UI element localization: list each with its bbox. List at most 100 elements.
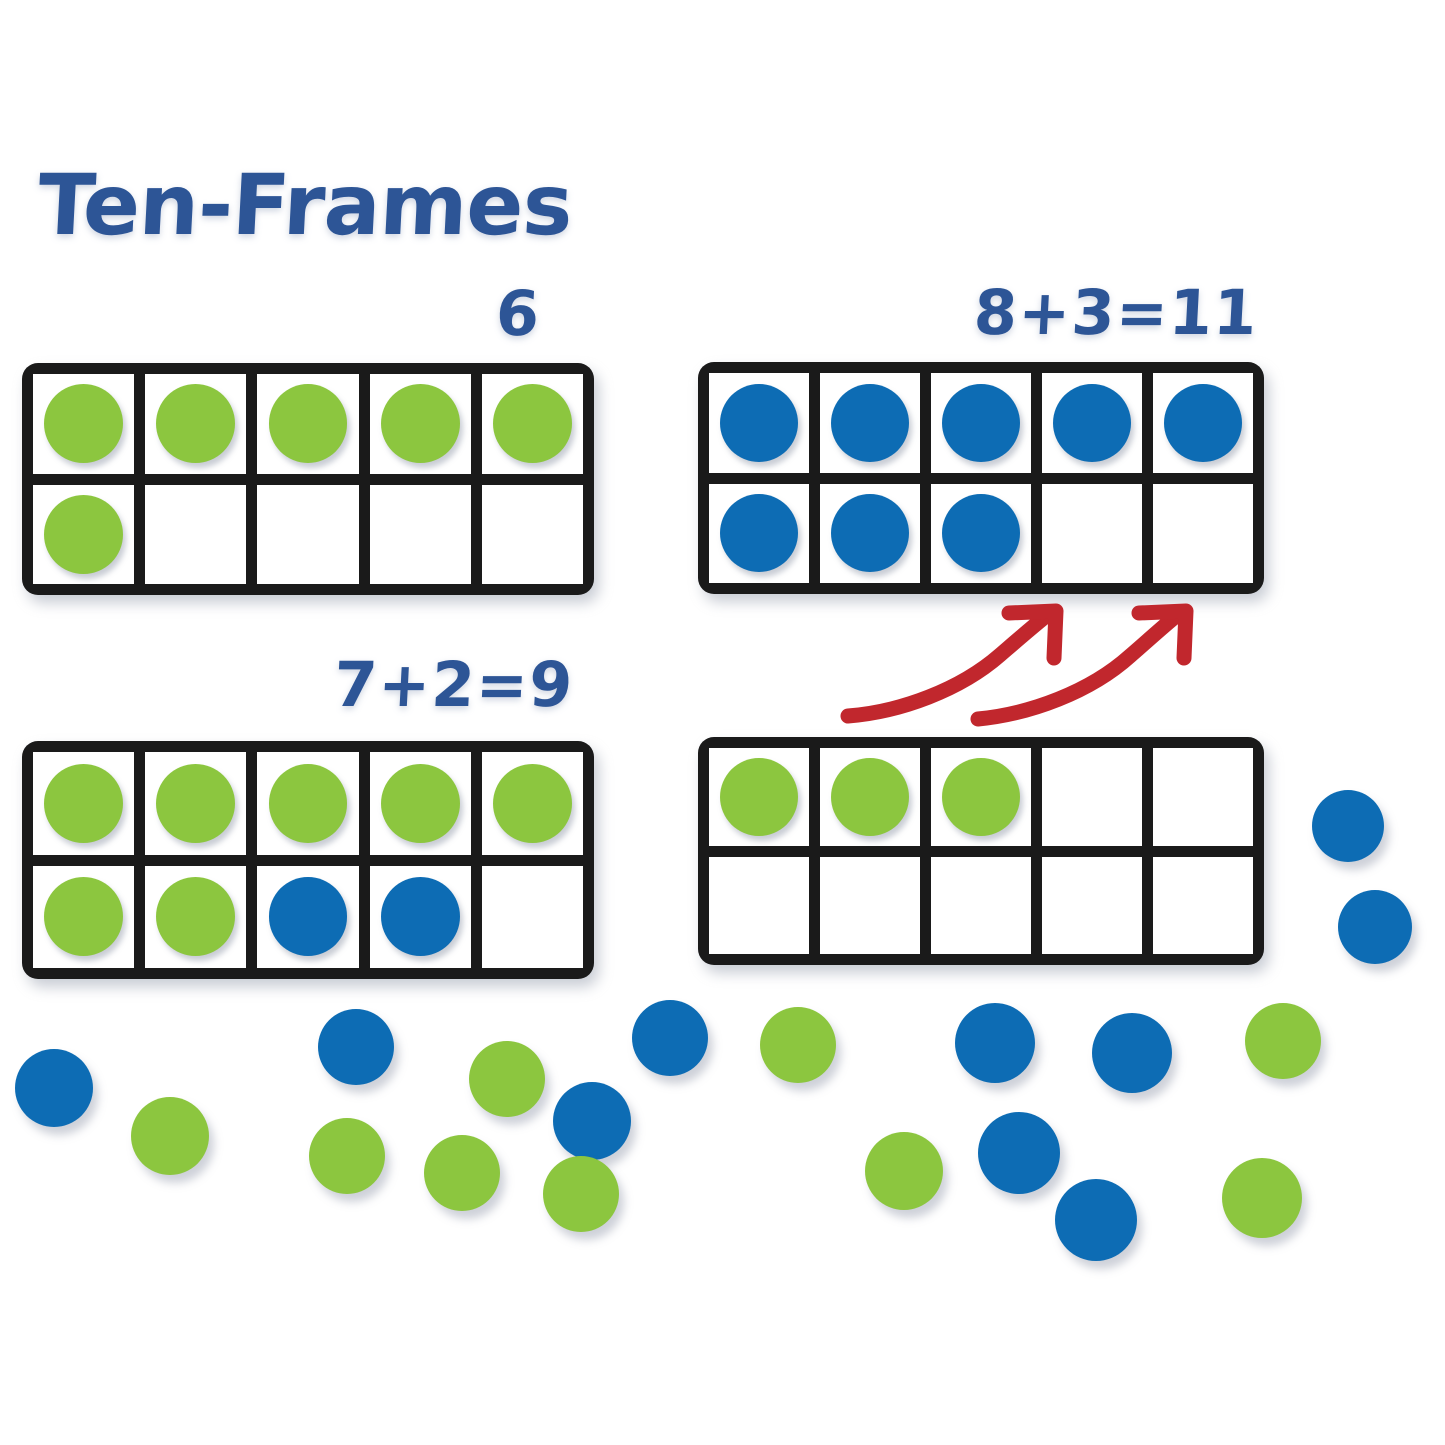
counter-chip-blue[interactable] — [831, 494, 909, 573]
empty-slot — [269, 495, 348, 574]
ten-frame-grid-1[interactable] — [22, 363, 594, 595]
ten-frame-cell[interactable] — [145, 752, 247, 855]
ten-frame-cell[interactable] — [1153, 748, 1253, 846]
ten-frame-cell[interactable] — [1153, 856, 1253, 954]
loose-counter-blue[interactable] — [632, 1000, 708, 1076]
ten-frame-cell[interactable] — [820, 483, 920, 583]
counter-chip-blue[interactable] — [942, 383, 1020, 462]
counter-chip-blue[interactable] — [720, 494, 798, 573]
counter-chip-green[interactable] — [156, 763, 236, 843]
loose-counter-green[interactable] — [1245, 1003, 1321, 1079]
ten-frame-cell[interactable] — [709, 483, 809, 583]
frame-3-label: 7+2=9 — [332, 648, 576, 721]
empty-slot — [1053, 758, 1131, 836]
loose-counter-green[interactable] — [309, 1118, 385, 1194]
ten-frame-cell[interactable] — [145, 484, 247, 584]
counter-chip-blue[interactable] — [1164, 383, 1242, 462]
ten-frame-cell[interactable] — [369, 374, 471, 474]
ten-frame-cell[interactable] — [1153, 483, 1253, 583]
empty-slot — [1164, 758, 1242, 836]
ten-frame-cell[interactable] — [33, 865, 135, 968]
counter-chip-blue[interactable] — [268, 877, 348, 957]
counter-chip-green[interactable] — [156, 384, 236, 464]
ten-frame-cell[interactable] — [33, 374, 135, 474]
loose-counter-blue[interactable] — [955, 1003, 1035, 1083]
empty-slot — [1164, 494, 1242, 572]
counter-chip-blue[interactable] — [380, 877, 460, 957]
loose-counter-blue[interactable] — [318, 1009, 394, 1085]
counter-chip-green[interactable] — [268, 763, 348, 843]
ten-frame-cell[interactable] — [820, 856, 920, 954]
counter-chip-green[interactable] — [44, 384, 124, 464]
ten-frame-cell[interactable] — [481, 752, 584, 855]
loose-counter-blue[interactable] — [978, 1112, 1060, 1194]
ten-frame-cell[interactable] — [1042, 856, 1142, 954]
ten-frame-cell[interactable] — [931, 483, 1031, 583]
ten-frame-cell[interactable] — [481, 374, 584, 474]
ten-frame-cell[interactable] — [1042, 483, 1142, 583]
loose-counter-blue[interactable] — [1338, 890, 1412, 964]
ten-frame-cell[interactable] — [33, 484, 135, 584]
ten-frame-cell[interactable] — [709, 856, 809, 954]
ten-frame-cell[interactable] — [1042, 748, 1142, 846]
counter-chip-green[interactable] — [44, 763, 124, 843]
counter-chip-green[interactable] — [942, 757, 1020, 836]
ten-frame-cell[interactable] — [931, 856, 1031, 954]
loose-counter-green[interactable] — [469, 1041, 545, 1117]
counter-chip-green[interactable] — [720, 757, 798, 836]
ten-frame-cell[interactable] — [145, 374, 247, 474]
ten-frame-grid-4[interactable] — [698, 737, 1264, 965]
counter-chip-green[interactable] — [44, 494, 124, 574]
loose-counter-blue[interactable] — [1055, 1179, 1137, 1261]
loose-counter-green[interactable] — [131, 1097, 209, 1175]
ten-frame-cell[interactable] — [369, 865, 471, 968]
loose-counter-green[interactable] — [543, 1156, 619, 1232]
empty-slot — [1053, 866, 1131, 944]
red-arrow-right — [970, 603, 1194, 727]
ten-frame-cell[interactable] — [369, 484, 471, 584]
loose-counter-green[interactable] — [1222, 1158, 1302, 1238]
ten-frame-grid-3[interactable] — [22, 741, 594, 979]
loose-counter-blue[interactable] — [1312, 790, 1384, 862]
loose-counter-green[interactable] — [865, 1132, 943, 1210]
empty-slot — [493, 877, 572, 956]
ten-frame-cell[interactable] — [481, 484, 584, 584]
ten-frame-cell[interactable] — [931, 748, 1031, 846]
ten-frame-cell[interactable] — [257, 865, 359, 968]
ten-frame-row — [709, 483, 1253, 583]
counter-chip-blue[interactable] — [720, 383, 798, 462]
counter-chip-green[interactable] — [492, 384, 572, 464]
loose-counter-blue[interactable] — [15, 1049, 93, 1127]
ten-frame-cell[interactable] — [145, 865, 247, 968]
ten-frame-cell[interactable] — [931, 373, 1031, 473]
ten-frame-cell[interactable] — [257, 752, 359, 855]
counter-chip-blue[interactable] — [1053, 383, 1131, 462]
ten-frame-cell[interactable] — [1153, 373, 1253, 473]
ten-frame-cell[interactable] — [1042, 373, 1142, 473]
ten-frame-cell[interactable] — [481, 865, 584, 968]
ten-frame-cell[interactable] — [820, 748, 920, 846]
empty-slot — [942, 866, 1020, 944]
counter-chip-green[interactable] — [44, 877, 124, 957]
counter-chip-green[interactable] — [492, 763, 572, 843]
ten-frame-cell[interactable] — [709, 373, 809, 473]
counter-chip-blue[interactable] — [942, 494, 1020, 573]
counter-chip-green[interactable] — [380, 384, 460, 464]
ten-frame-cell[interactable] — [369, 752, 471, 855]
ten-frame-cell[interactable] — [820, 373, 920, 473]
loose-counter-blue[interactable] — [1092, 1013, 1172, 1093]
loose-counter-green[interactable] — [760, 1007, 836, 1083]
counter-chip-green[interactable] — [380, 763, 460, 843]
loose-counter-blue[interactable] — [553, 1082, 631, 1160]
ten-frame-cell[interactable] — [257, 484, 359, 584]
counter-chip-green[interactable] — [831, 757, 909, 836]
counter-chip-green[interactable] — [268, 384, 348, 464]
ten-frame-grid-2[interactable] — [698, 362, 1264, 594]
counter-chip-green[interactable] — [156, 877, 236, 957]
ten-frame-cell[interactable] — [257, 374, 359, 474]
loose-counter-green[interactable] — [424, 1135, 500, 1211]
counter-chip-blue[interactable] — [831, 383, 909, 462]
ten-frame-cell[interactable] — [709, 748, 809, 846]
ten-frame-cell[interactable] — [33, 752, 135, 855]
